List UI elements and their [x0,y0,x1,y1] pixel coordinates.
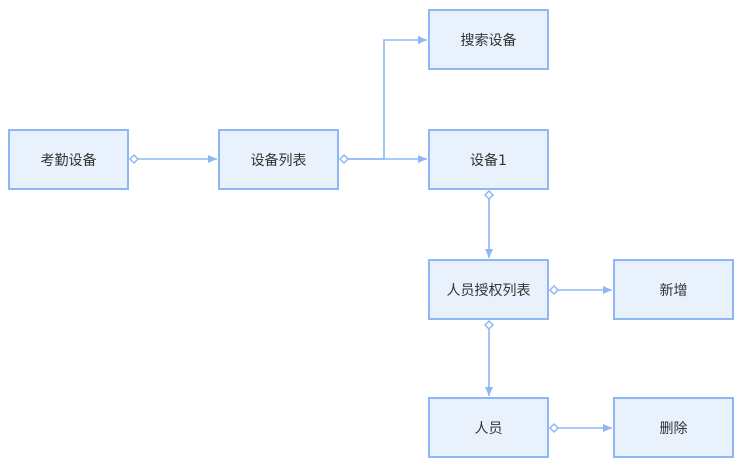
node-personnel: 人员 [428,397,549,458]
node-device-list: 设备列表 [218,129,339,190]
node-label: 删除 [659,420,688,437]
node-personnel-auth-list: 人员授权列表 [428,259,549,320]
node-label: 设备列表 [250,152,307,169]
diamond-marker [483,319,495,331]
diamond-marker [128,153,140,165]
node-attendance-device: 考勤设备 [8,129,129,190]
edge-list-to-search [348,36,427,160]
node-delete: 删除 [613,397,734,458]
node-device-1: 设备1 [428,129,549,190]
node-label: 人员 [474,420,503,437]
node-add: 新增 [613,259,734,320]
diamond-marker [548,284,560,296]
diamond-marker [338,153,350,165]
diamond-marker [483,189,495,201]
diamond-marker [548,422,560,434]
node-label: 设备1 [470,152,507,169]
node-label: 人员授权列表 [446,282,531,299]
node-label: 考勤设备 [40,152,97,169]
node-search-device: 搜索设备 [428,9,549,70]
node-label: 新增 [659,282,688,299]
node-label: 搜索设备 [460,32,517,49]
